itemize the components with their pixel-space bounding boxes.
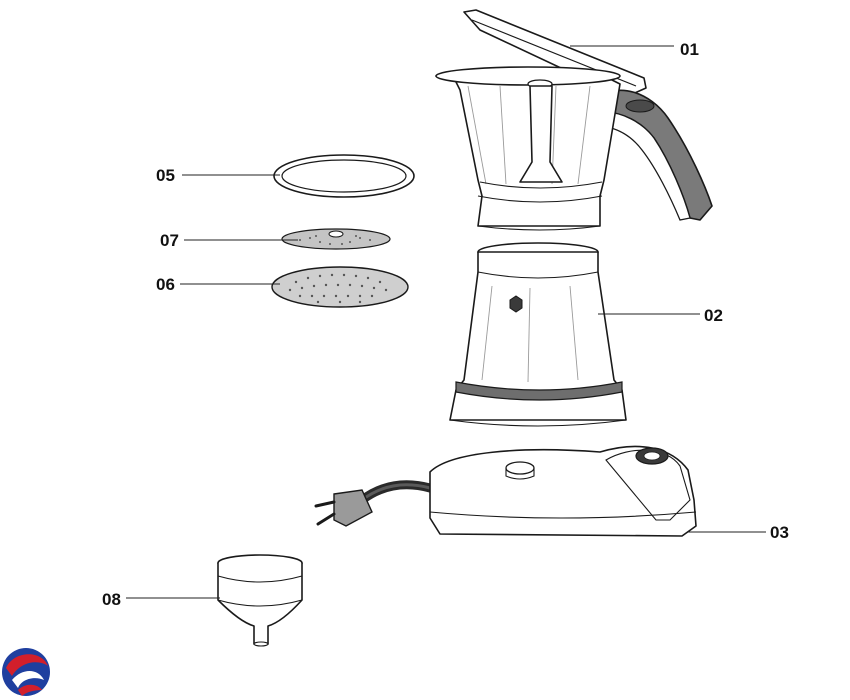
part-01-upper-chamber bbox=[435, 9, 713, 231]
part-05-gasket bbox=[273, 154, 415, 198]
label-part-08: 08 bbox=[102, 590, 121, 609]
label-part-07: 07 bbox=[160, 231, 179, 250]
part-07-filter-plate bbox=[281, 228, 391, 250]
label-part-02: 02 bbox=[704, 306, 723, 325]
label-part-05: 05 bbox=[156, 166, 175, 185]
label-part-01: 01 bbox=[680, 40, 699, 59]
part-02-boiler bbox=[449, 242, 627, 427]
leader-lines bbox=[126, 45, 766, 599]
label-part-03: 03 bbox=[770, 523, 789, 542]
part-06-filter-disc bbox=[271, 266, 409, 308]
roundel-logo-icon bbox=[2, 648, 50, 696]
part-labels: 01 02 03 05 06 07 08 bbox=[102, 40, 789, 609]
part-03-base bbox=[314, 445, 697, 537]
label-part-06: 06 bbox=[156, 275, 175, 294]
part-08-funnel bbox=[217, 554, 303, 647]
